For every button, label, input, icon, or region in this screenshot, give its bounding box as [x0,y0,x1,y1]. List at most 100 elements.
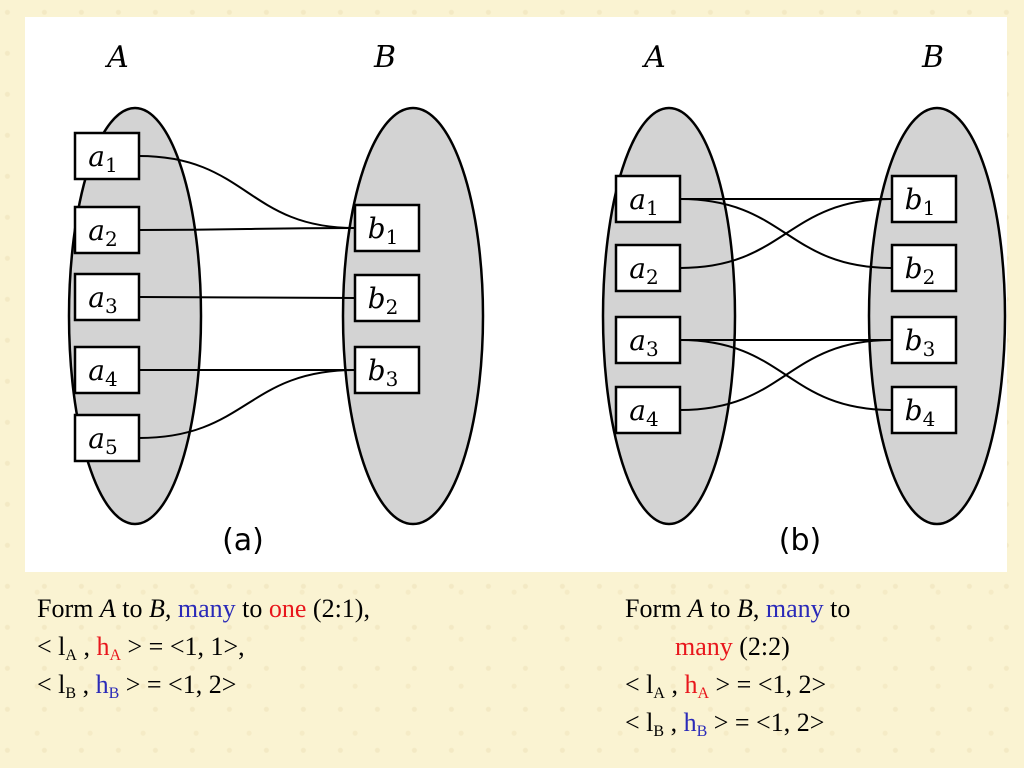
bound-value: > = <1, 1>, [121,632,245,661]
element-a5: a5 [73,413,141,463]
set-b-label: B [921,40,944,75]
right-line-3: < lA , hA > = <1, 2> [625,666,850,704]
upper-bound-symbol: h [684,670,698,699]
element-b1-index: 1 [386,225,399,249]
set-a-name: A [687,594,704,623]
form-word: Form [625,594,688,623]
to-word: to [115,594,149,623]
element-b3-index: 3 [386,367,399,391]
element-b3: b3 [890,315,958,365]
element-a2: a2 [614,243,682,293]
element-b4-box [890,385,958,435]
upper-bound-symbol: h [95,670,109,699]
subscript: B [108,685,120,702]
ratio-text: (2:2) [732,632,790,661]
to-word: to [823,594,851,623]
subscript: B [65,685,77,702]
bound-value: > = <1, 2> [709,670,827,699]
separator: , [752,594,766,623]
set-b-label: B [373,40,396,75]
mapping-line-a4-b3 [679,339,893,411]
many-word: many [177,594,236,623]
separator: , [76,670,96,699]
many-word: many [765,594,824,623]
bound-value: > = <1, 2> [119,670,237,699]
element-b2-box [890,243,958,293]
right-line-1: Form A to B, many to [625,590,850,628]
upper-bound-symbol: h [96,632,110,661]
upper-bound-symbol: h [683,708,697,737]
element-a3-index: 3 [646,337,659,361]
separator: , [664,708,684,737]
element-a3: a3 [73,272,141,322]
element-a2: a2 [73,205,141,255]
element-b3-box [890,315,958,365]
element-b2-box [353,273,421,323]
element-b3-box [353,345,421,395]
set-b-name: B [736,594,753,623]
right-description: Form A to B, many to many (2:2) < lA , h… [625,590,850,742]
one-word: one [268,594,307,623]
element-b4-index: 4 [923,407,936,431]
lower-bound-symbol: < l [37,632,66,661]
element-b3-index: 3 [923,337,936,361]
diagram-caption: (b) [779,523,821,558]
element-b1-box [353,203,421,253]
set-a-name: A [99,594,116,623]
element-a2-box [73,205,141,255]
mapping-line-a5-b3 [138,369,356,439]
right-line-4: < lB , hB > = <1, 2> [625,704,850,742]
mapping-line-a1-b1 [138,155,356,229]
element-b1-label: b1 [368,212,399,249]
element-a4: a4 [614,385,682,435]
element-b2-label: b2 [368,282,399,319]
separator: , [76,632,97,661]
element-a4-index: 4 [646,407,659,431]
element-b4-label: b4 [905,394,936,431]
element-a3-index: 3 [105,294,118,318]
element-a3-box [73,272,141,322]
bound-value: > = <1, 2> [707,708,825,737]
element-a1-index: 1 [105,153,118,177]
ratio-text: (2:1), [306,594,370,623]
many-word: many [675,632,733,661]
element-a1-box [73,131,141,181]
element-a2-box [614,243,682,293]
left-description: Form A to B, many to one (2:1), < lA , h… [37,590,370,704]
to-word: to [235,594,269,623]
left-line-1: Form A to B, many to one (2:1), [37,590,370,628]
right-line-2: many (2:2) [625,628,850,666]
element-a2-index: 2 [105,227,118,251]
left-line-3: < lB , hB > = <1, 2> [37,666,370,704]
element-b4: b4 [890,385,958,435]
lower-bound-symbol: < l [625,670,654,699]
element-a4-box [614,385,682,435]
diagram-caption: (a) [222,523,264,558]
mapping-line-a2-b1 [138,227,356,231]
subscript: B [653,723,665,740]
element-b2-label: b2 [905,252,936,289]
left-line-2: < lA , hA > = <1, 1>, [37,628,370,666]
subscript: A [653,685,665,702]
element-a5-box [73,413,141,463]
set-a-label: A [104,40,129,75]
element-b2: b2 [890,243,958,293]
element-b3: b3 [353,345,421,395]
lower-bound-symbol: < l [625,708,654,737]
mapping-line-a2-b1 [679,198,893,269]
element-a4-box [73,345,141,395]
element-a3-box [614,315,682,365]
element-a4-index: 4 [105,367,118,391]
element-a4: a4 [73,345,141,395]
subscript: B [696,723,708,740]
separator: , [664,670,685,699]
lower-bound-symbol: < l [37,670,66,699]
element-b1: b1 [890,174,958,224]
mapping-line-a3-b2 [138,296,356,299]
element-b2-index: 2 [923,265,936,289]
element-a1-index: 1 [646,196,659,220]
